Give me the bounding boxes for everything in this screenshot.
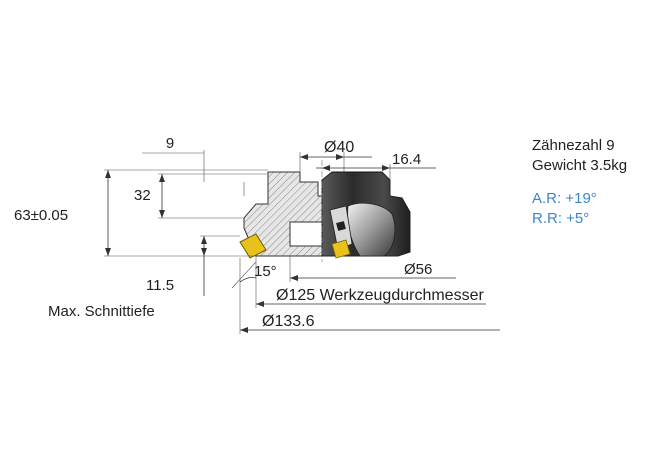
- spec-weight: Gewicht 3.5kg: [532, 157, 627, 174]
- dim-height-inner: 32: [134, 187, 151, 204]
- dim-tool-dia: Ø125 Werkzeugdurchmesser: [276, 287, 484, 304]
- dim-bore: Ø40: [324, 139, 354, 156]
- cutter-outside-half: [321, 171, 411, 259]
- dim-max-depth: 11.5: [146, 277, 174, 294]
- dim-height-total: 63±0.05: [14, 207, 68, 224]
- spec-radial-rake: R.R: +5°: [532, 210, 589, 227]
- dim-pilot-dia: Ø56: [404, 261, 432, 278]
- dim-max-depth-label: Max. Schnittiefe: [48, 303, 155, 320]
- spec-axial-rake: A.R: +19°: [532, 190, 597, 207]
- cutter-section-half: [243, 171, 323, 257]
- dimension-labels: 9 Ø40 16.4 63±0.05 32 11.5 Max. Schnitti…: [14, 135, 484, 330]
- dimension-lines: [104, 150, 500, 334]
- dim-lead-angle: 15°: [254, 263, 277, 280]
- dim-outer-dia: Ø133.6: [262, 313, 315, 330]
- spec-teeth: Zähnezahl 9: [532, 137, 615, 154]
- dim-hub-width: 16.4: [392, 151, 421, 168]
- spec-block: Zähnezahl 9 Gewicht 3.5kg A.R: +19° R.R:…: [532, 137, 627, 227]
- cutting-insert: [239, 233, 267, 259]
- dim-top-width: 9: [166, 135, 174, 152]
